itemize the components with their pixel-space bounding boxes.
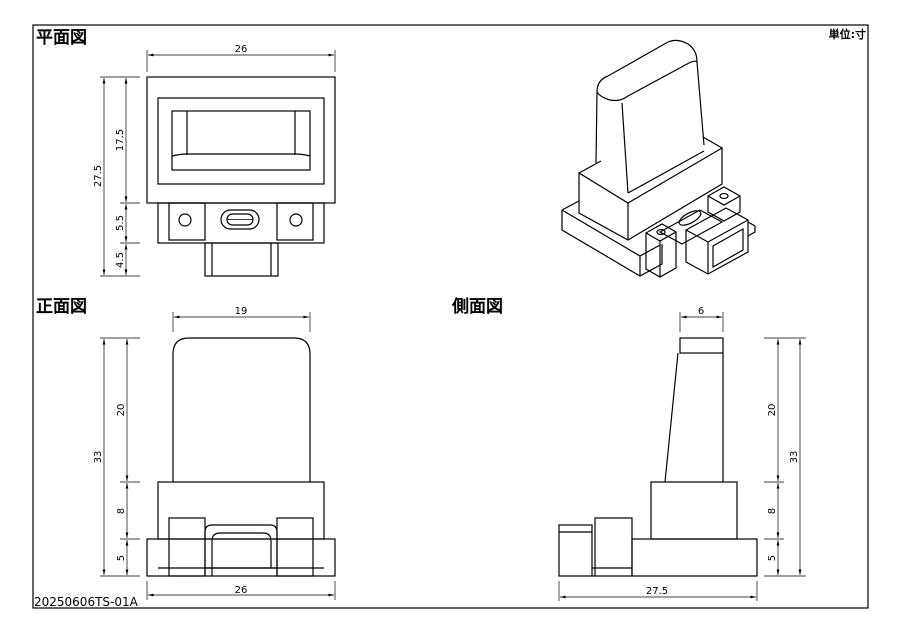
plan-view-title: 平面図: [36, 28, 87, 48]
drawing-frame: [32, 24, 869, 609]
side-view: 6 27.5 20 8 5 33: [558, 306, 806, 601]
side-view-title: 側面図: [451, 296, 503, 317]
side-dim-lower: 5: [767, 555, 778, 561]
front-dim-width: 26: [235, 585, 248, 596]
unit-label: 単位:寸: [829, 27, 866, 41]
isometric-view: [561, 39, 756, 278]
side-dim-width: 27.5: [646, 586, 668, 597]
front-dim-top-width: 19: [235, 306, 248, 317]
front-dim-lower: 5: [116, 555, 127, 561]
front-dim-total: 33: [93, 451, 104, 464]
front-view-title: 正面図: [36, 297, 87, 317]
side-dim-top-width: 6: [698, 306, 704, 317]
side-dim-total: 33: [789, 451, 800, 464]
plan-dim-middle: 5.5: [115, 215, 126, 231]
plan-dim-lower: 4.5: [115, 252, 126, 268]
plan-view: 26 27.5 17.5 5.5 4.5: [93, 44, 336, 277]
front-dim-middle: 8: [116, 508, 127, 514]
plan-dim-total: 27.5: [93, 165, 104, 187]
side-dim-middle: 8: [767, 508, 778, 514]
plan-dim-upper: 17.5: [115, 129, 126, 151]
front-dim-upper: 20: [116, 404, 127, 417]
drawing-number: 20250606TS-01A: [34, 595, 139, 609]
plan-dim-width: 26: [235, 44, 248, 55]
side-dim-upper: 20: [767, 404, 778, 417]
front-view: 19 26 33 20 8 5: [93, 306, 336, 600]
